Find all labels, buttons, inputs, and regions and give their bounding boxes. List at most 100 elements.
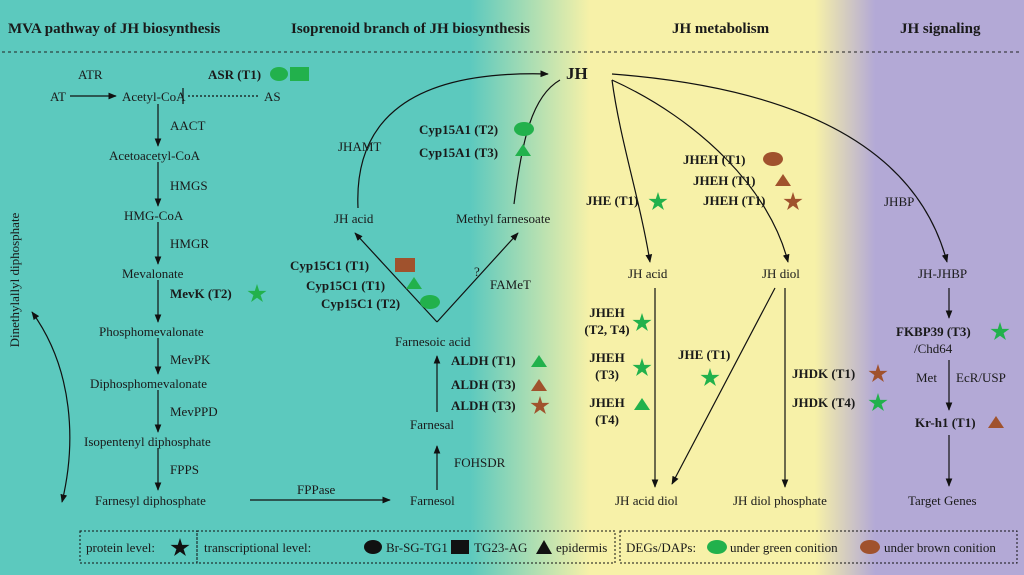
enzyme-jhamt: JHAMT <box>338 139 382 154</box>
enzyme-aact: AACT <box>170 118 206 133</box>
label-atr: ATR <box>78 67 103 82</box>
legend-degs-box <box>619 530 1018 564</box>
label-jhdk-t4: JHDK (T4) <box>792 395 856 410</box>
green-star-icon <box>868 393 888 411</box>
node-at: AT <box>50 89 66 104</box>
enzyme-fpps: FPPS <box>170 462 199 477</box>
legend-tg23-label: TG23-AG <box>474 540 528 555</box>
label-chd64: /Chd64 <box>914 341 953 356</box>
legend-epidermis-label: epidermis <box>556 540 608 555</box>
node-phosphomevalonate: Phosphomevalonate <box>99 324 204 339</box>
brown-triangle-icon <box>988 416 1004 428</box>
black-star-icon <box>170 538 190 556</box>
green-ellipse-icon <box>514 122 534 136</box>
header-metabolism: JH metabolism <box>672 21 770 37</box>
node-jh-diol-phosphate: JH diol phosphate <box>733 493 827 508</box>
label-cyp15c1-t2: Cyp15C1 (T2) <box>321 296 401 311</box>
arrow-farnesoic-methylfarnesoate <box>436 232 519 323</box>
green-triangle-icon <box>531 355 547 367</box>
legend-brown-condition-label: under brown conition <box>884 540 996 555</box>
label-jheh-t2t4-line1: JHEH <box>589 305 625 320</box>
label-jheh-t3-line1: JHEH <box>589 350 625 365</box>
enzyme-hmgs: HMGS <box>170 178 208 193</box>
label-jheh-t3-line2: (T3) <box>595 367 619 382</box>
label-cyp15c1-t1b: Cyp15C1 (T1) <box>306 278 386 293</box>
node-farnesal: Farnesal <box>410 417 455 432</box>
black-triangle-icon <box>536 540 552 554</box>
label-jheh-t1a: JHEH (T1) <box>683 152 746 167</box>
label-question: ? <box>474 264 480 279</box>
brown-star-icon <box>783 192 803 210</box>
enzyme-famet: FAMeT <box>490 277 531 292</box>
green-triangle-icon <box>634 398 650 410</box>
node-hmg-coa: HMG-CoA <box>124 208 184 223</box>
label-aldh-t3b: ALDH (T3) <box>451 398 516 413</box>
node-isopentenyl-diphosphate: Isopentenyl diphosphate <box>84 434 211 449</box>
node-jh-acid-diol: JH acid diol <box>615 493 678 508</box>
label-kr-h1: Kr-h1 (T1) <box>915 415 976 430</box>
legend-degs-label: DEGs/DAPs: <box>626 540 697 555</box>
node-target-genes: Target Genes <box>908 493 977 508</box>
label-jheh-t4-line2: (T4) <box>595 412 619 427</box>
node-acetoacetyl-coa: Acetoacetyl-CoA <box>109 148 200 163</box>
label-jheh-t2t4-line2: (T2, T4) <box>584 322 630 337</box>
panel-teal <box>0 0 470 575</box>
node-jh-acid-iso: JH acid <box>334 211 374 226</box>
node-dimethylallyl-diphosphate: Dinethylallyl diphosphate <box>7 212 22 348</box>
label-jhe-t1a: JHE (T1) <box>586 193 639 208</box>
legend-protein-label: protein level: <box>86 540 155 555</box>
label-jhbp: JHBP <box>884 194 915 209</box>
arrow-jh-jhacid <box>611 79 653 263</box>
panel-yellow-lavender-gradient <box>815 0 875 575</box>
label-jhdk-t1: JHDK (T1) <box>792 366 856 381</box>
legend-br-sg-label: Br-SG-TG1 <box>386 540 448 555</box>
panel-teal-yellow-gradient <box>470 0 590 575</box>
label-cyp15a1-t3: Cyp15A1 (T3) <box>419 145 499 160</box>
arrow-jhacid-jh <box>357 70 549 209</box>
arrow-dimethylallyl-bidirectional <box>31 311 71 503</box>
label-jhe-t1b: JHE (T1) <box>678 347 731 362</box>
green-square-icon <box>290 67 309 81</box>
enzyme-mevpk: MevPK <box>170 352 211 367</box>
node-acetyl-coa: Acetyl-CoA <box>122 89 186 104</box>
brown-triangle-icon <box>775 174 791 186</box>
black-square-icon <box>451 540 469 554</box>
node-jh: JH <box>566 64 588 83</box>
legend-transcriptional-label: transcriptional level: <box>204 540 312 555</box>
label-cyp15c1-t1a: Cyp15C1 (T1) <box>290 258 370 273</box>
green-star-icon <box>648 192 668 210</box>
brown-star-icon <box>530 396 550 414</box>
label-fkbp39: FKBP39 (T3) <box>896 324 971 339</box>
header-isoprenoid: Isoprenoid branch of JH biosynthesis <box>291 21 530 37</box>
brown-ellipse-icon <box>860 540 880 554</box>
header-mva: MVA pathway of JH biosynthesis <box>8 21 221 37</box>
enzyme-fohsdr: FOHSDR <box>454 455 506 470</box>
node-jh-jhbp: JH-JHBP <box>918 266 968 281</box>
brown-square-icon <box>395 258 415 272</box>
arrow-jh-jhdiol <box>611 79 790 263</box>
node-methyl-farnesoate: Methyl farnesoate <box>456 211 551 226</box>
brown-ellipse-icon <box>763 152 783 166</box>
arrow-jhdiol-jhaciddiol <box>671 287 776 485</box>
label-jheh-t1b: JHEH (T1) <box>693 173 756 188</box>
panel-lavender <box>875 0 1024 575</box>
label-aldh-t1: ALDH (T1) <box>451 353 516 368</box>
arrow-jh-jhjhbp <box>611 73 949 263</box>
label-cyp15a1-t2: Cyp15A1 (T2) <box>419 122 499 137</box>
node-farnesol: Farnesol <box>410 493 455 508</box>
enzyme-mevppd: MevPPD <box>170 404 218 419</box>
label-jheh-t4-line1: JHEH <box>589 395 625 410</box>
header-signaling: JH signaling <box>900 21 981 37</box>
label-aldh-t3a: ALDH (T3) <box>451 377 516 392</box>
green-star-icon <box>247 284 267 302</box>
brown-triangle-icon <box>531 379 547 391</box>
green-star-icon <box>990 322 1010 340</box>
green-star-icon <box>632 313 652 331</box>
node-as: AS <box>264 89 281 104</box>
enzyme-fppase: FPPase <box>297 482 336 497</box>
node-jh-diol: JH diol <box>762 266 800 281</box>
green-star-icon <box>700 368 720 386</box>
node-diphosphomevalonate: Diphosphomevalonate <box>90 376 207 391</box>
